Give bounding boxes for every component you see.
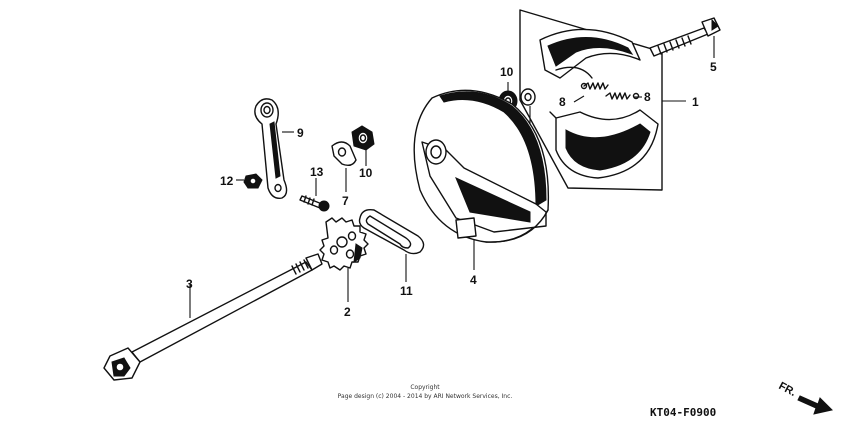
callout-4: 4 — [470, 273, 477, 287]
callout-11: 11 — [400, 284, 413, 298]
brake-arm-part-9[interactable] — [254, 98, 288, 199]
leader-lines — [189, 36, 715, 318]
axle-part-3[interactable] — [103, 253, 323, 381]
callout-3: 3 — [186, 277, 193, 291]
callout-9: 9 — [297, 126, 304, 140]
diagram-code: KT04-F0900 — [650, 406, 716, 419]
direction-label: FR. — [777, 380, 798, 399]
nut-part-10-lower[interactable] — [351, 125, 375, 151]
callout-12: 12 — [220, 174, 234, 188]
bolt-part-5[interactable] — [649, 17, 721, 57]
washer-part-6[interactable] — [520, 88, 536, 106]
callout-10-upper: 10 — [500, 65, 514, 79]
sprocket-part-2[interactable] — [319, 217, 369, 271]
copyright-line-1: Copyright — [410, 384, 440, 391]
front-direction-indicator: FR. — [777, 380, 833, 415]
callout-2: 2 — [344, 305, 351, 319]
copyright-line-2: Page design (c) 2004 - 2014 by ARI Netwo… — [338, 393, 513, 400]
callout-8-right: 8 — [644, 90, 651, 104]
callout-13: 13 — [310, 165, 324, 179]
plate-part-7[interactable] — [331, 141, 357, 167]
bolt-part-13[interactable] — [299, 195, 330, 212]
callout-6: 6 — [526, 126, 533, 140]
nut-part-12[interactable] — [243, 173, 263, 189]
callout-7: 7 — [342, 194, 349, 208]
brake-shoe-assembly[interactable] — [519, 9, 663, 191]
callout-labels: 1 2 3 4 5 6 7 8 8 9 10 10 11 12 13 — [186, 60, 717, 319]
front-arrow-icon — [797, 395, 833, 415]
callout-1: 1 — [692, 95, 699, 109]
spring-left — [583, 82, 609, 90]
brake-panel-part-4[interactable] — [413, 89, 550, 243]
callout-5: 5 — [710, 60, 717, 74]
callout-10-lower: 10 — [359, 166, 373, 180]
adjuster-plate-part-11[interactable] — [358, 208, 425, 255]
callout-8-left: 8 — [559, 95, 566, 109]
spring-right — [605, 92, 631, 100]
